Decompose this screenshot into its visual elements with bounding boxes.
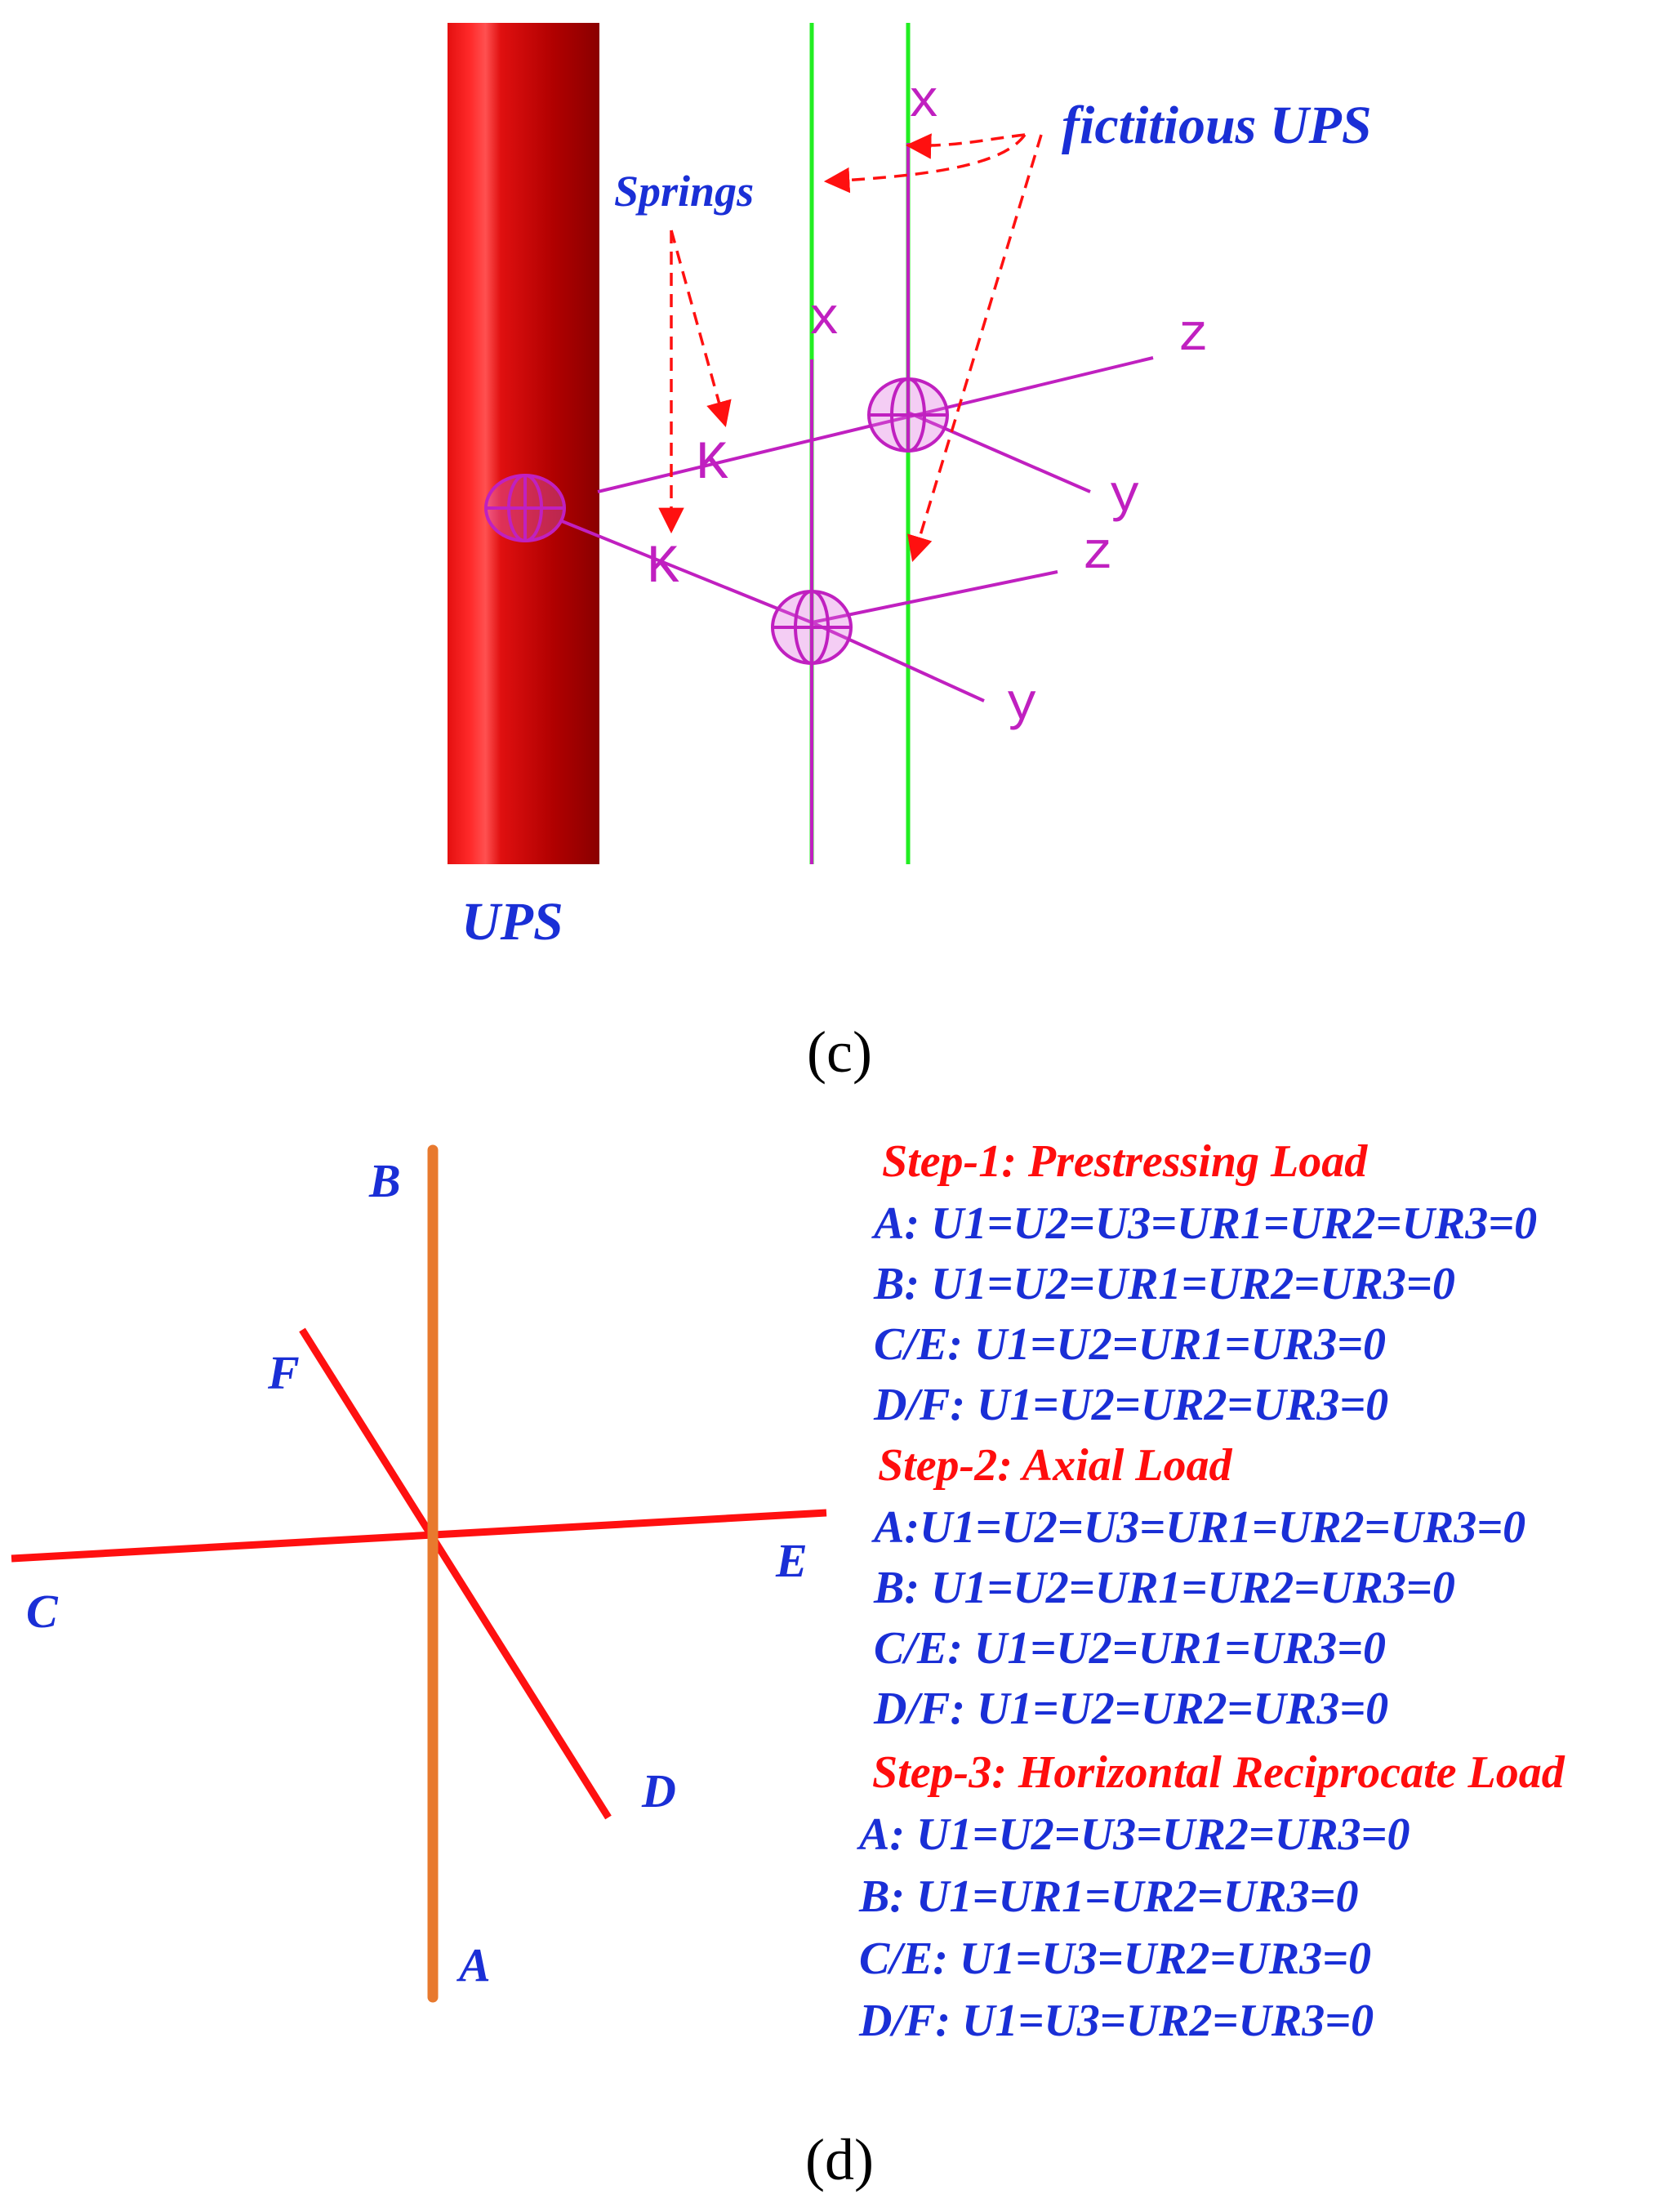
panel-d-caption: (d) bbox=[805, 2127, 874, 2192]
spring-symbol-upper: K bbox=[696, 433, 728, 494]
step-2-condition-a: A:U1=U2=U3=UR1=UR2=UR3=0 bbox=[871, 1502, 1525, 1553]
node-sphere-ups bbox=[484, 474, 566, 542]
axis-label-y-upper: y bbox=[1109, 468, 1140, 527]
node-label-a: A bbox=[456, 1938, 491, 1991]
ups-label: UPS bbox=[461, 892, 563, 952]
node-sphere-fictitious-2 bbox=[771, 590, 853, 665]
step-3-condition-ce: C/E: U1=U3=UR2=UR3=0 bbox=[859, 1933, 1371, 1984]
axis-label-z-upper: z bbox=[1178, 307, 1209, 366]
step-1-condition-df: D/F: U1=U2=UR2=UR3=0 bbox=[873, 1380, 1388, 1430]
node-label-f: F bbox=[267, 1346, 300, 1399]
axis-label-x-lower: x bbox=[808, 291, 840, 350]
panel-c-caption: (c) bbox=[807, 1019, 872, 1085]
step-3-condition-b: B: U1=UR1=UR2=UR3=0 bbox=[858, 1871, 1358, 1922]
node-label-b: B bbox=[368, 1154, 401, 1207]
step-3-condition-a: A: U1=U2=U3=UR2=UR3=0 bbox=[857, 1809, 1410, 1860]
boundary-conditions: Step-1: Prestressing Load A: U1=U2=U3=UR… bbox=[857, 1136, 1565, 2046]
ups-column bbox=[448, 23, 599, 864]
step-3-title: Step-3: Horizontal Reciprocate Load bbox=[872, 1747, 1565, 1798]
axis-label-y-lower: y bbox=[1006, 676, 1037, 735]
step-2-condition-b: B: U1=U2=UR1=UR2=UR3=0 bbox=[873, 1563, 1455, 1613]
step-2-condition-ce: C/E: U1=U2=UR1=UR3=0 bbox=[874, 1623, 1386, 1674]
beam-c-e bbox=[11, 1509, 827, 1563]
step-1-title: Step-1: Prestressing Load bbox=[882, 1136, 1368, 1187]
arrow-springs-to-upper-spring bbox=[670, 230, 732, 428]
step-1-condition-a: A: U1=U2=U3=UR1=UR2=UR3=0 bbox=[871, 1198, 1537, 1249]
fictitious-ups-label: fictitious UPS bbox=[1062, 96, 1372, 155]
annotation-arrows bbox=[658, 133, 1043, 563]
panel-d: B F C E D A Step-1: Prestressing Load A:… bbox=[11, 1136, 1565, 2192]
arrow-fictitious-to-line-1 bbox=[823, 133, 1027, 194]
spring-symbol-lower: K bbox=[647, 537, 679, 598]
step-1-condition-ce: C/E: U1=U2=UR1=UR3=0 bbox=[874, 1319, 1386, 1370]
node-sphere-fictitious-1 bbox=[867, 377, 949, 453]
step-2-title: Step-2: Axial Load bbox=[878, 1440, 1232, 1491]
step-3-condition-df: D/F: U1=U3=UR2=UR3=0 bbox=[858, 1996, 1374, 2046]
node-label-e: E bbox=[775, 1534, 808, 1587]
beam-f-d bbox=[299, 1327, 612, 1820]
axis-label-x-upper: x bbox=[908, 74, 939, 132]
step-1-condition-b: B: U1=U2=UR1=UR2=UR3=0 bbox=[873, 1259, 1455, 1309]
model-lines bbox=[561, 143, 1154, 864]
panel-c: K K x x z y z y Springs fictitious UPS U… bbox=[448, 23, 1372, 1085]
arrow-fictitious-to-line-2 bbox=[905, 133, 1026, 159]
springs-label: Springs bbox=[614, 167, 754, 216]
step-2-condition-df: D/F: U1=U2=UR2=UR3=0 bbox=[873, 1684, 1388, 1734]
arrow-fictitious-to-lower bbox=[907, 134, 1043, 563]
node-label-d: D bbox=[641, 1764, 676, 1817]
axis-label-z-lower: z bbox=[1082, 525, 1113, 584]
node-label-c: C bbox=[26, 1585, 59, 1638]
